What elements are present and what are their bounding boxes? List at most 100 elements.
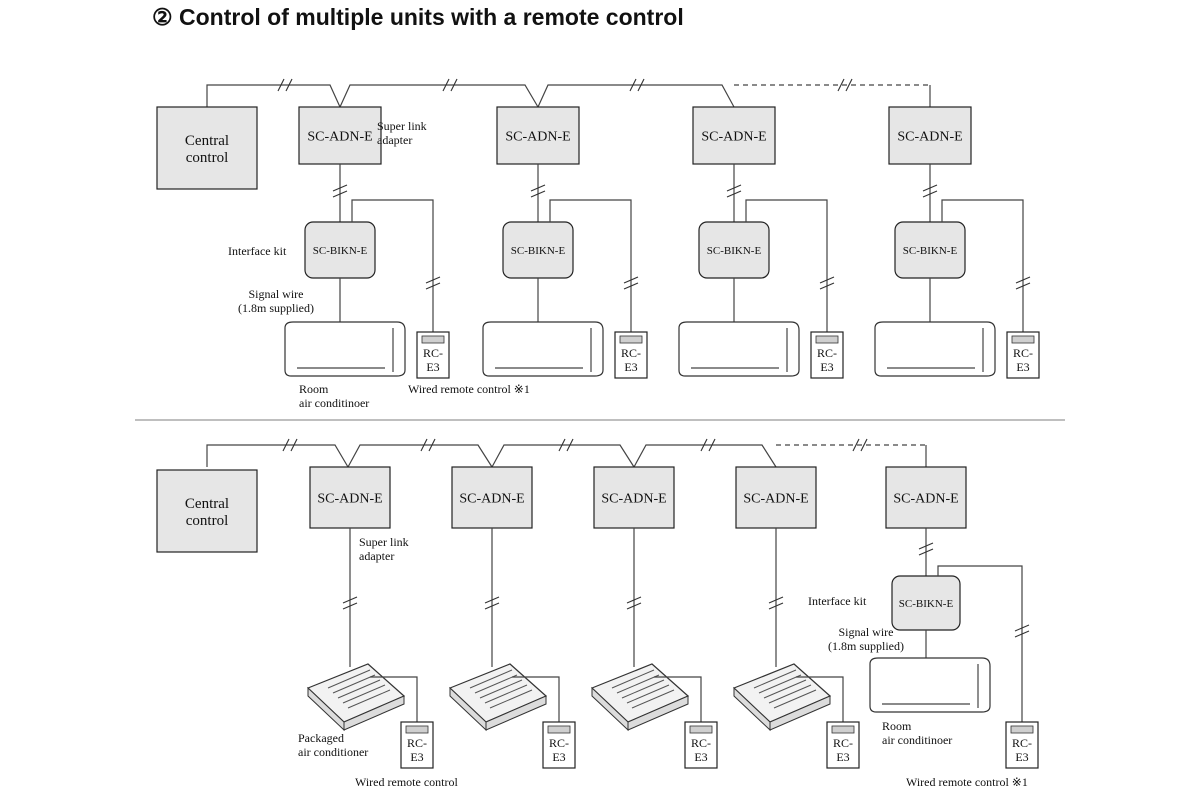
break-mark <box>420 438 428 452</box>
signal-bus <box>206 84 341 108</box>
remote-label: RC- <box>1013 346 1033 360</box>
remote-label: RC- <box>423 346 443 360</box>
central-control-label: Central <box>185 133 229 149</box>
break-mark <box>726 190 742 198</box>
room-ac-caption: Room <box>882 719 912 733</box>
cassette-side <box>485 695 547 731</box>
room-ac-caption: air conditinoer <box>299 396 369 410</box>
remote-screen <box>619 335 643 344</box>
break-mark <box>918 548 934 556</box>
diagram-title: ② Control of multiple units with a remot… <box>152 4 684 30</box>
cassette-grille <box>768 684 812 704</box>
super-link-adapter-label: SC-ADN-E <box>743 491 808 506</box>
break-mark <box>1015 282 1031 290</box>
super-link-adapter <box>309 466 391 529</box>
remote-wire <box>654 676 702 722</box>
packaged-air-conditioner <box>306 663 406 723</box>
room-air-conditioner <box>869 657 991 713</box>
packaged-air-conditioner <box>732 663 832 723</box>
break-mark <box>282 438 290 452</box>
remote-screen <box>421 335 445 344</box>
central-control-label: control <box>186 150 229 166</box>
super-link-adapter-label: SC-ADN-E <box>459 491 524 506</box>
break-mark <box>558 438 566 452</box>
remote-label: RC- <box>691 736 711 750</box>
remote-screen <box>1011 335 1035 344</box>
central-control-box <box>156 106 258 190</box>
break-mark <box>342 602 358 610</box>
break-mark <box>566 438 574 452</box>
room-ac-caption: air conditinoer <box>882 733 952 747</box>
break-mark <box>623 282 639 290</box>
remote-wire <box>512 676 560 722</box>
break-mark <box>837 78 845 92</box>
cassette-side <box>769 695 831 731</box>
remote-screen <box>831 725 855 734</box>
break-mark <box>484 602 500 610</box>
remote-wire <box>745 199 828 332</box>
room-air-conditioner <box>284 321 406 377</box>
remote-label: E3 <box>1016 360 1029 374</box>
interface-kit-label: SC-BIKN-E <box>707 245 762 257</box>
cassette-grille <box>469 669 513 689</box>
remote-wire <box>549 199 632 332</box>
remote-label: RC- <box>1012 736 1032 750</box>
break-mark <box>726 184 742 192</box>
interface-kit-caption: Interface kit <box>228 244 287 258</box>
signal-bus <box>347 444 493 468</box>
remote-label: E3 <box>624 360 637 374</box>
signal-wire-caption: Signal wire <box>249 287 304 301</box>
packaged-air-conditioner <box>448 663 548 723</box>
packaged-ac-caption: air conditioner <box>298 745 368 759</box>
wired-remote-caption: Wired remote control <box>355 775 458 789</box>
break-mark <box>530 184 546 192</box>
interface-kit-label: SC-BIKN-E <box>899 598 954 610</box>
super-link-adapter <box>692 106 776 165</box>
super-link-adapter-note: adapter <box>377 133 412 147</box>
break-mark <box>342 596 358 604</box>
super-link-adapter-label: SC-ADN-E <box>317 491 382 506</box>
break-mark <box>629 78 637 92</box>
break-mark <box>768 596 784 604</box>
break-mark <box>1014 630 1030 638</box>
super-link-adapter-note: Super link <box>377 119 427 133</box>
cassette-grille <box>489 689 533 709</box>
room-air-conditioner <box>482 321 604 377</box>
break-mark <box>819 276 835 284</box>
break-mark <box>425 276 441 284</box>
signal-bus <box>206 444 349 468</box>
break-mark <box>626 602 642 610</box>
break-mark <box>285 78 293 92</box>
break-mark <box>768 602 784 610</box>
interface-kit-label: SC-BIKN-E <box>313 245 368 257</box>
central-control-label: Central <box>185 496 229 512</box>
cassette-grille <box>758 674 802 694</box>
cassette-grille <box>773 689 817 709</box>
cassette-grille <box>474 674 518 694</box>
break-mark <box>708 438 716 452</box>
signal-wire-caption: (1.8m supplied) <box>828 639 904 653</box>
break-mark <box>290 438 298 452</box>
break-mark <box>277 78 285 92</box>
break-mark <box>623 276 639 284</box>
remote-wire <box>941 199 1024 332</box>
cassette-side <box>627 695 689 731</box>
break-mark <box>450 78 458 92</box>
room-air-conditioner <box>874 321 996 377</box>
remote-wire <box>351 199 434 332</box>
remote-wire <box>370 676 418 722</box>
remote-label: E3 <box>426 360 439 374</box>
interface-kit-label: SC-BIKN-E <box>511 245 566 257</box>
super-link-adapter-label: SC-ADN-E <box>505 129 570 144</box>
break-mark <box>860 438 868 452</box>
break-mark <box>484 596 500 604</box>
remote-label: E3 <box>694 750 707 764</box>
break-mark <box>428 438 436 452</box>
remote-screen <box>1010 725 1034 734</box>
bottom-system: CentralcontrolSC-ADN-ERC-E3SC-ADN-ERC-E3… <box>156 438 1039 789</box>
remote-label: E3 <box>552 750 565 764</box>
super-link-adapter-label: SC-ADN-E <box>893 491 958 506</box>
break-mark <box>918 542 934 550</box>
central-control-label: control <box>186 513 229 529</box>
room-ac-caption: Room <box>299 382 329 396</box>
